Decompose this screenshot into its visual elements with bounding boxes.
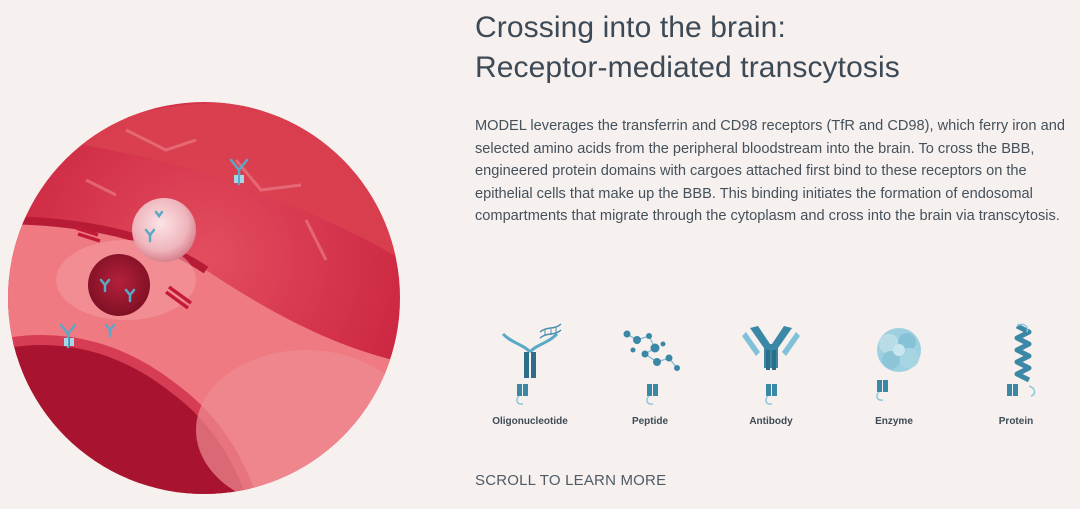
scroll-to-learn-more-link[interactable]: SCROLL TO LEARN MORE (475, 472, 667, 489)
cargo-label: Oligonucleotide (492, 416, 568, 427)
oligonucleotide-icon (501, 323, 562, 405)
title-line-1: Crossing into the brain: (475, 11, 786, 44)
cargo-item-protein: Protein (961, 322, 1071, 432)
blood-brain-barrier-graphic (8, 102, 400, 494)
cargo-label: Protein (998, 416, 1034, 427)
page-title: Crossing into the brain: Receptor-mediat… (475, 8, 1075, 88)
cargo-label: Peptide (631, 416, 669, 427)
cargo-item-antibody: Antibody (716, 322, 826, 432)
title-line-2: Receptor-mediated transcytosis (475, 51, 900, 84)
cargo-list: Oligonucleotide (475, 322, 1075, 432)
cargo-label: Antibody (749, 416, 793, 427)
transcytosis-illustration (6, 100, 402, 496)
enzyme-icon (876, 328, 921, 401)
peptide-icon (623, 330, 680, 405)
antibody-icon (742, 326, 800, 405)
cargo-item-enzyme: Enzyme (839, 322, 949, 432)
cargo-item-peptide: Peptide (595, 322, 705, 432)
cargo-item-oligonucleotide: Oligonucleotide (475, 322, 585, 432)
description-paragraph: MODEL leverages the transferrin and CD98… (475, 118, 1065, 224)
cargo-label: Enzyme (875, 416, 913, 427)
protein-icon (1007, 323, 1036, 397)
